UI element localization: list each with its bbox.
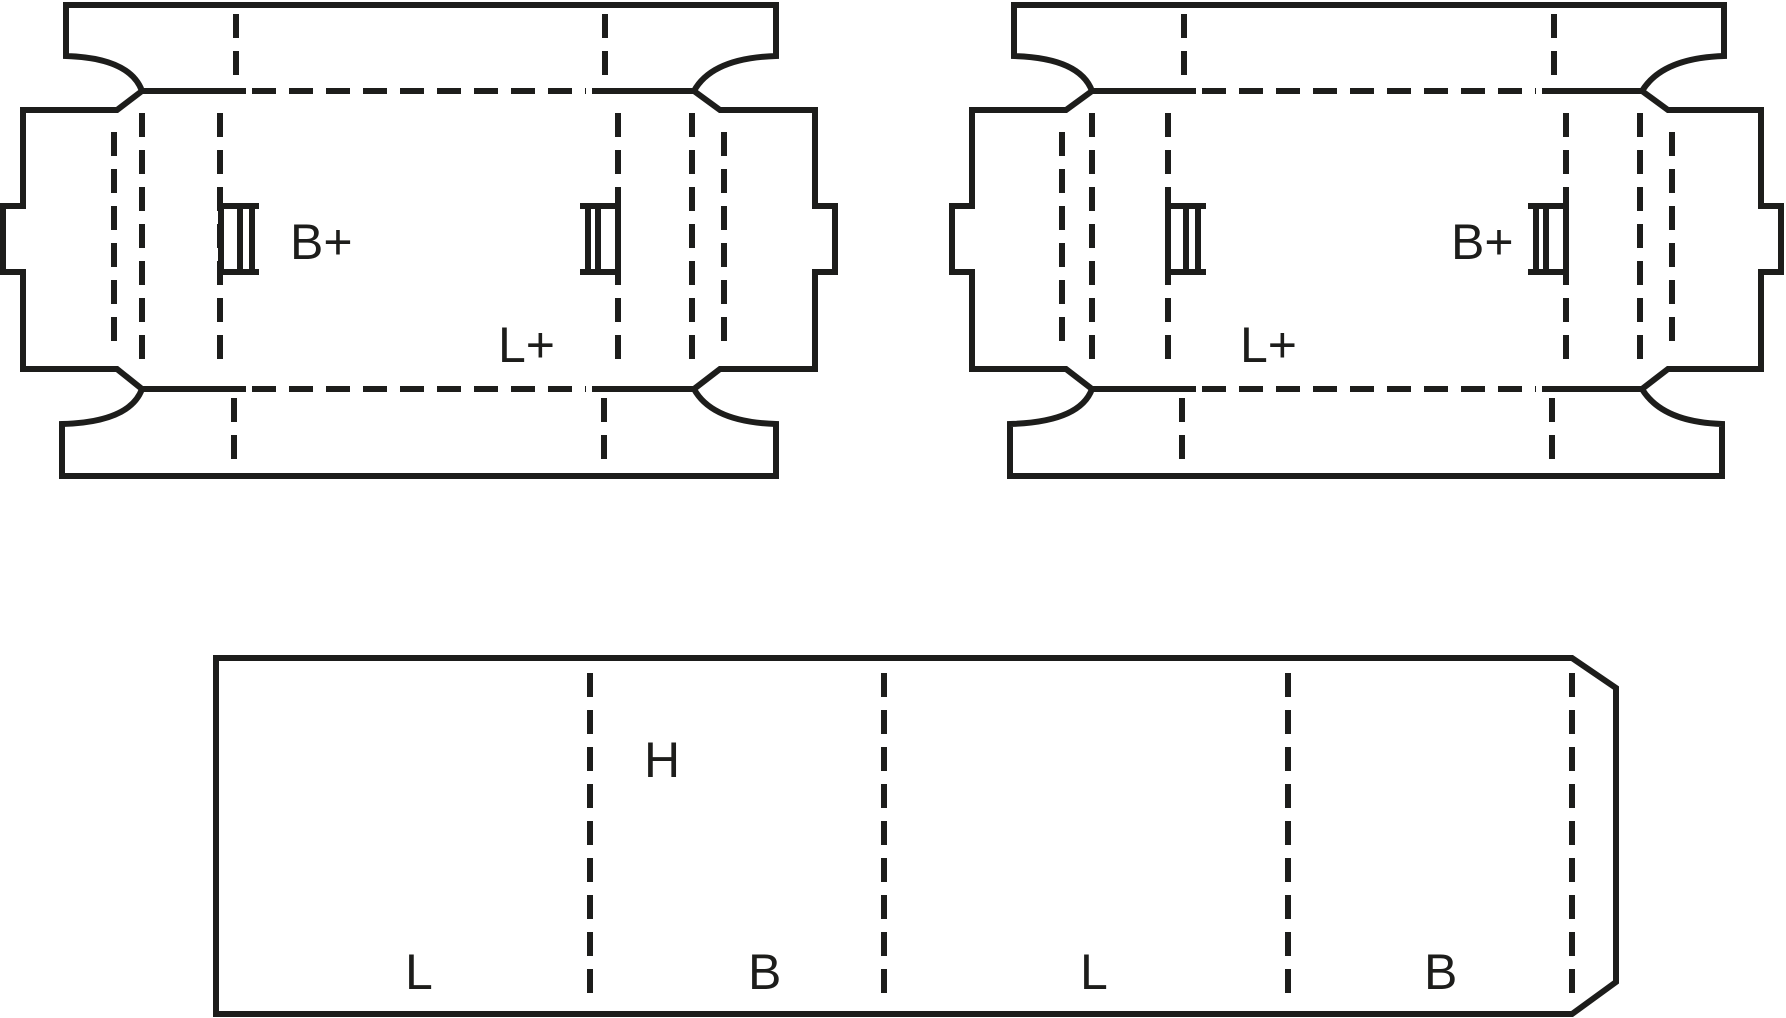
tray-left-outline	[0, 2, 838, 479]
sleeve-panel-3-label: L	[1080, 944, 1108, 1000]
tray-left-width-allowance-label: B+	[290, 214, 353, 270]
tray-blank-left: B+ L+	[0, 2, 838, 479]
sleeve-blank: H L B L B	[213, 655, 1619, 1017]
sleeve-panel-4-label: B	[1424, 944, 1457, 1000]
sleeve-outline	[213, 655, 1619, 1017]
tray-left-slot-right	[580, 203, 621, 275]
tray-right-length-allowance-label: L+	[1240, 317, 1297, 373]
tray-left-slot-left	[218, 203, 259, 275]
tray-blank-right: B+ L+	[949, 2, 1784, 479]
sleeve-panel-1-label: L	[405, 944, 433, 1000]
sleeve-height-label: H	[644, 732, 680, 788]
tray-right-slot-left	[1165, 203, 1206, 275]
tray-right-outline	[949, 2, 1784, 479]
tray-right-slot-right	[1528, 203, 1569, 275]
tray-right-width-allowance-label: B+	[1451, 214, 1514, 270]
tray-left-length-allowance-label: L+	[498, 317, 555, 373]
sleeve-panel-2-label: B	[748, 944, 781, 1000]
